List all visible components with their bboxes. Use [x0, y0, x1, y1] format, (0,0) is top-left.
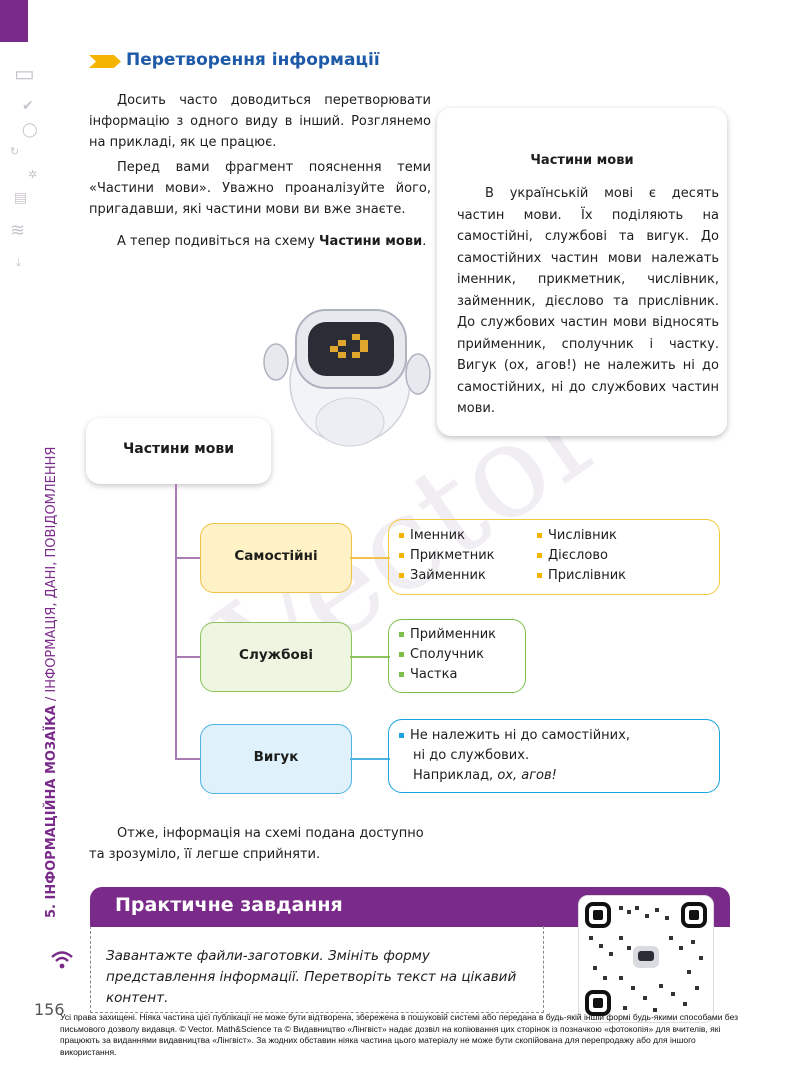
practical-task: Завантажте файли-заготовки. Змініть форм…: [106, 948, 517, 1006]
paragraph-task: Перед вами фрагмент пояснення теми «Част…: [89, 160, 431, 217]
qr-code-graphic: [585, 902, 707, 1016]
category-independent: Самостійні: [200, 523, 352, 593]
category-service-label: Службові: [239, 647, 313, 663]
tree-branch: [175, 656, 201, 658]
list-item: Іменник: [399, 528, 465, 543]
section-title: Перетворення інформації: [126, 50, 380, 70]
list-item: Прислівник: [537, 568, 626, 583]
category-connector: [350, 557, 390, 559]
download-icon: ⤓: [16, 256, 21, 269]
tree-connector: [175, 484, 177, 760]
list-item: Займенник: [399, 568, 486, 583]
refresh-icon: ↻: [10, 145, 20, 158]
note-example: Наприклад, ох, агов!: [413, 768, 557, 783]
paragraph-intro: Досить часто доводиться перетворювати ін…: [89, 93, 431, 150]
category-independent-label: Самостійні: [234, 548, 318, 564]
section-arrow-icon: [89, 55, 121, 68]
list-item: Сполучник: [399, 647, 484, 662]
list-item: Прийменник: [399, 627, 496, 642]
chapter-vertical-title: 5. ІНФОРМАЦІЙНА МОЗАЇКА / ІНФОРМАЦІЯ, ДА…: [44, 446, 59, 918]
category-service: Службові: [200, 622, 352, 692]
list-item: Прикметник: [399, 548, 495, 563]
legal-notice: Усі права захищені. Ніяка частина цієї п…: [60, 1012, 739, 1057]
definition-text: В українській мові є десять частин мови.…: [457, 186, 719, 416]
checkmark-icon: ✔: [22, 98, 34, 114]
category-connector: [350, 758, 390, 760]
diagram-root: Частини мови: [86, 418, 271, 484]
wifi-icon: ≋: [10, 220, 26, 241]
definition-card: Частини мови В українській мові є десять…: [437, 108, 727, 436]
gear-icon: ✲: [28, 168, 38, 181]
definition-title: Частини мови: [530, 153, 634, 168]
bulb-icon: ◯: [22, 122, 38, 138]
practical-frame: [90, 926, 544, 1013]
independent-items: Іменник Прикметник Займенник Числівник Д…: [388, 519, 720, 595]
page-number: 156: [34, 1000, 65, 1019]
paragraph-scheme: А тепер подивіться на схему Частини мови…: [117, 234, 427, 249]
list-item: Дієслово: [537, 548, 608, 563]
document-icon: ▭: [14, 62, 35, 87]
chapter-tab: [0, 0, 28, 42]
wifi-icon: [51, 951, 73, 969]
robot-illustration: [263, 309, 431, 447]
diagram-root-label: Частини мови: [122, 441, 235, 457]
note-line: ні до службових.: [413, 748, 530, 763]
practical-title: Практичне завдання: [115, 894, 343, 916]
file-icon: ▤: [14, 190, 28, 206]
paragraph-conclusion: Отже, інформація на схемі подана доступн…: [89, 826, 424, 862]
note-line: Не належить ні до самостійних,: [399, 728, 630, 743]
list-item: Числівник: [537, 528, 617, 543]
list-item: Частка: [399, 667, 457, 682]
tree-branch: [175, 758, 201, 760]
category-connector: [350, 656, 390, 658]
category-interjection-label: Вигук: [253, 749, 299, 765]
category-interjection: Вигук: [200, 724, 352, 794]
service-items: Прийменник Сполучник Частка: [388, 619, 526, 693]
qr-code[interactable]: [578, 895, 714, 1023]
interjection-note: Не належить ні до самостійних, ні до слу…: [388, 719, 720, 793]
tree-branch: [175, 557, 201, 559]
